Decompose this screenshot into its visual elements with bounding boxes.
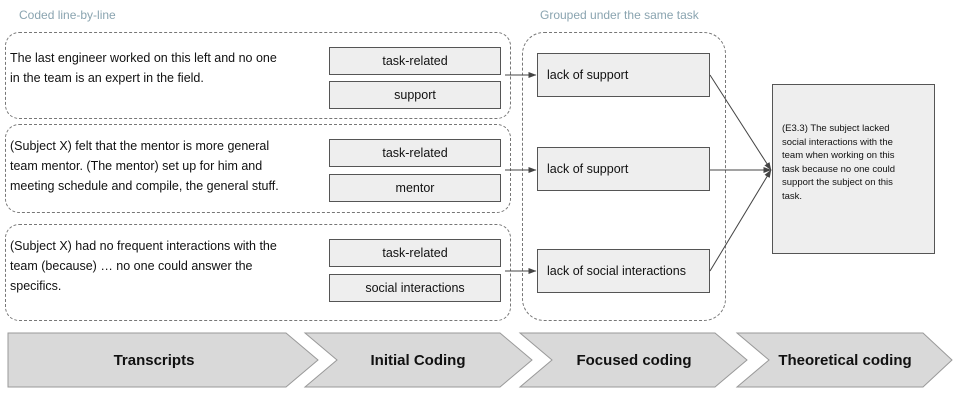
transcript-line: specifics.	[10, 279, 62, 293]
arrow-focus3-to-theory	[709, 169, 772, 272]
focused-coding-group	[522, 32, 726, 321]
transcript-text-3: (Subject X) had no frequent interactions…	[10, 236, 277, 296]
transcript-line: team mentor. (The mentor) set up for him…	[10, 159, 263, 173]
caption-grouped-same-task: Grouped under the same task	[540, 8, 699, 22]
code-box-social-interactions: social interactions	[329, 274, 501, 302]
transcript-line: The last engineer worked on this left an…	[10, 51, 277, 65]
transcript-group-2	[5, 124, 511, 213]
transcript-line: team (because) … no one could answer the	[10, 259, 253, 273]
transcript-line: (Subject X) felt that the mentor is more…	[10, 139, 270, 153]
stage-chevron-focused-coding	[518, 332, 748, 388]
stage-label-transcripts: Transcripts	[114, 352, 195, 369]
theory-line: task.	[782, 190, 803, 202]
code-box-task-related-1: task-related	[329, 47, 501, 75]
theory-line: task because no one could	[782, 163, 896, 175]
theory-line: (E3.3) The subject lacked	[782, 123, 890, 134]
theory-line: team when working on this	[782, 150, 895, 161]
code-box-task-related-3: task-related	[329, 239, 501, 267]
caption-coded-line-by-line: Coded line-by-line	[19, 8, 116, 22]
theoretical-code-box: (E3.3) The subject lacked social interac…	[772, 84, 935, 254]
stage-chevron-theoretical-coding	[735, 332, 953, 388]
theory-line: support the subject on this	[782, 177, 893, 188]
transcript-group-3	[5, 224, 511, 321]
stage-chevron-transcripts	[7, 332, 319, 388]
theory-line: social interactions with the	[782, 136, 893, 148]
transcript-text-2: (Subject X) felt that the mentor is more…	[10, 136, 279, 196]
transcript-line: (Subject X) had no frequent interactions…	[10, 239, 277, 253]
stage-label-theoretical-coding: Theoretical coding	[778, 352, 911, 369]
focused-code-lack-of-social-interactions: lack of social interactions	[537, 249, 710, 293]
arrow-focus1-to-theory	[709, 74, 772, 171]
code-box-mentor: mentor	[329, 174, 501, 202]
transcript-text-1: The last engineer worked on this left an…	[10, 48, 277, 88]
stage-label-initial-coding: Initial Coding	[371, 352, 466, 369]
transcript-line: in the team is an expert in the field.	[10, 71, 204, 85]
focused-code-lack-of-support-2: lack of support	[537, 147, 710, 191]
code-box-task-related-2: task-related	[329, 139, 501, 167]
stage-label-focused-coding: Focused coding	[576, 352, 691, 369]
focused-code-lack-of-support-1: lack of support	[537, 53, 710, 97]
code-box-support: support	[329, 81, 501, 109]
transcript-line: meeting schedule and compile, the genera…	[10, 179, 279, 193]
stage-chevron-initial-coding	[303, 332, 533, 388]
